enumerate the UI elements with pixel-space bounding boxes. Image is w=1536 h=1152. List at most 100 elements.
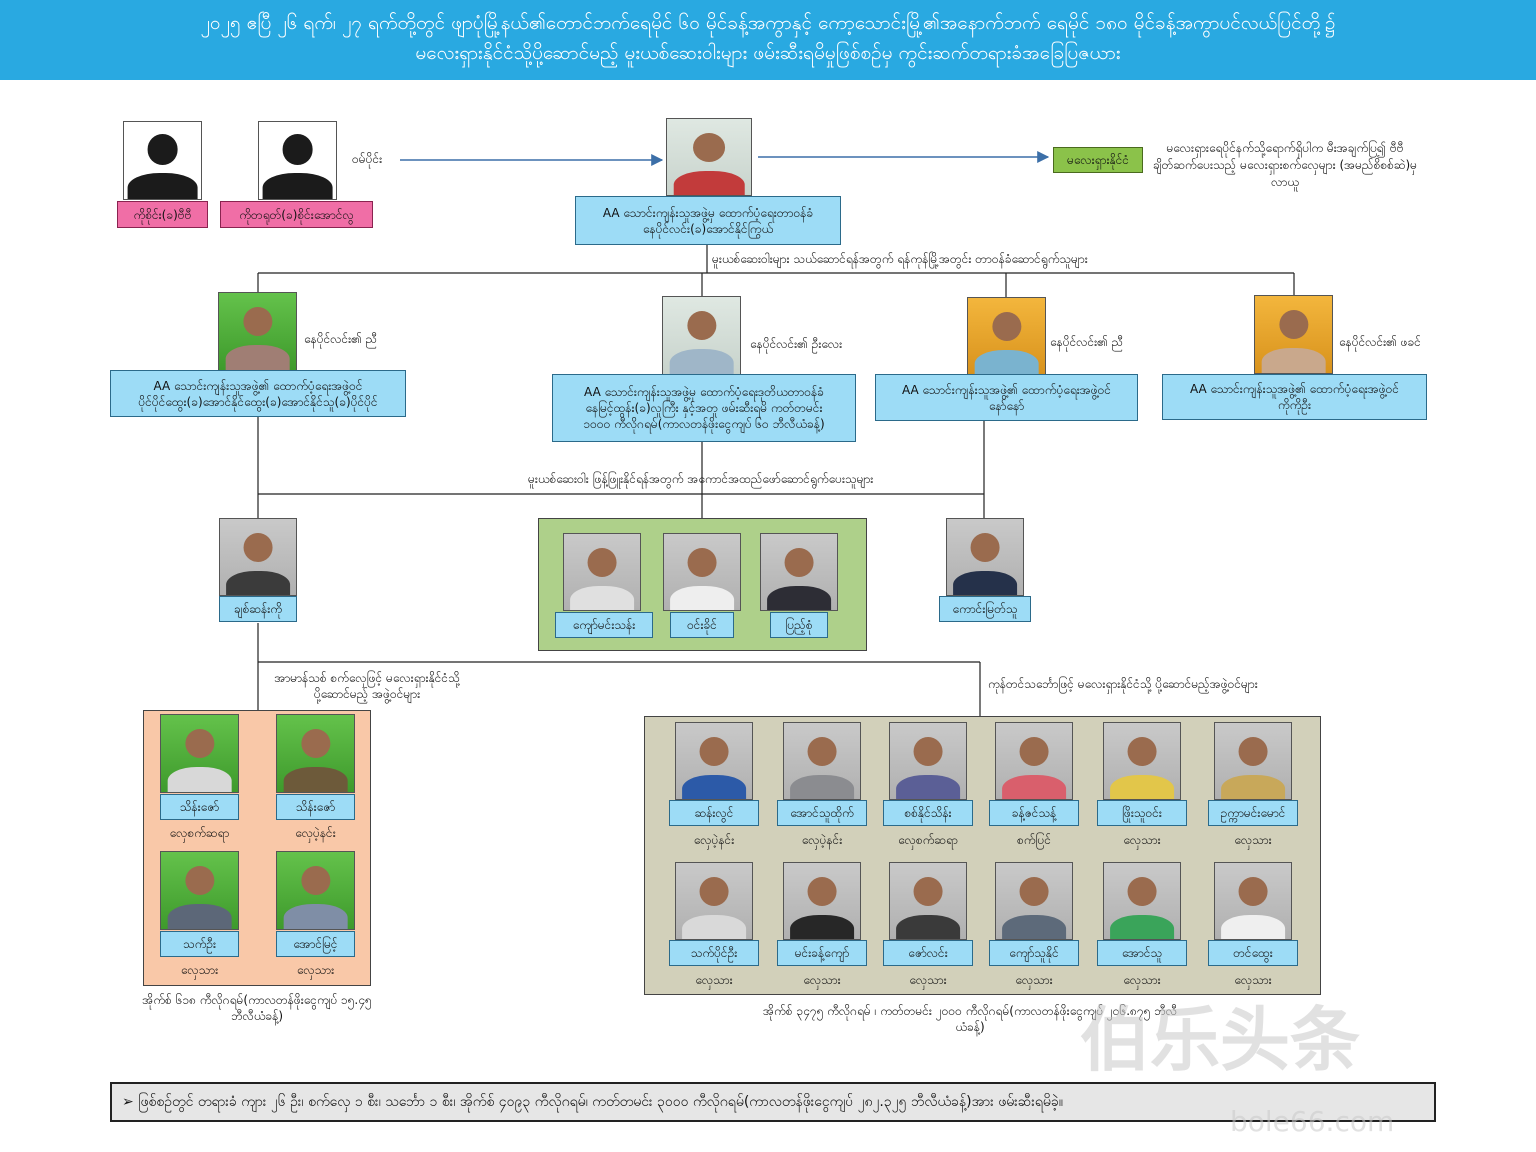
crew-role: လှေသား [909, 973, 947, 987]
member-role-4: AA သောင်းကျန်းသူအဖွဲ့၏ ထောက်ပံ့ရေးအဖွဲ့ဝ… [1189, 382, 1400, 396]
tier3-left-header: အာမာန်သစ် စက်လှေဖြင့် မလေးရှားနိုင်ငံသို… [274, 671, 460, 701]
person-label-1: ကိုစိုင်း(ခ)ဗီဗီ [117, 201, 208, 228]
crew-name: အောင်မြင့် [276, 931, 355, 957]
distributor-photo-right [946, 518, 1024, 596]
ship-seizure-note: အိုက်စ် ၃၄၇၅ ကီလိုဂရမ် ၊ ကတ်တမင်း ၂၀၀၀ က… [763, 1004, 1177, 1034]
member-photo-2 [662, 296, 741, 375]
group-label-2: ဝင်းခိုင် [670, 612, 734, 638]
crew-role: လှေသား [180, 963, 219, 977]
group-photo-3 [760, 533, 838, 611]
member-name-4: ကိုကိုဦး [1277, 398, 1312, 412]
crew-role: လှေစက်ဆရာ [898, 833, 958, 847]
crew-role: လှေသား [1123, 833, 1161, 847]
crew-name: သိန်းဇော် [160, 794, 239, 820]
crew-role: လှေသား [1234, 833, 1272, 847]
crew-photo [889, 862, 967, 940]
destination-label: မလေးရှားနိုင်ငံ [1053, 147, 1143, 173]
crew-photo [1214, 722, 1292, 800]
arrow-label: ဝမ်ပိုင်း [352, 152, 383, 166]
crew-name: အောင်သူထိုက် [777, 800, 867, 826]
tier2-header: မူးယစ်ဆေးဝါး ဖြန့်ဖြူးနိုင်ရန်အတွက် အကော… [528, 472, 874, 486]
summary-box: ➢ ဖြစ်စဉ်တွင် တရားခံ ကျား ၂၆ ဦး၊ စက်လှေ … [110, 1082, 1436, 1122]
tier1-header: မူးယစ်ဆေးဝါးများ သယ်ဆောင်ရန်အတွက် ရန်ကုန… [712, 252, 1088, 266]
member-name-2: နေမြင့်ထွန်း(ခ)လူကြီး နှင့်အတူ ဖမ်းဆီးရမ… [585, 401, 823, 415]
tier3-right-header: ကုန်တင်သင်္ဘောဖြင့် မလေးရှားနိုင်ငံသို့ … [988, 677, 1258, 691]
member-relation-1: နေပိုင်လင်း၏ ညီ [304, 332, 378, 346]
group-label-1: ကျော်မင်းသန်း [555, 612, 653, 638]
crew-role: လှေသား [1123, 973, 1161, 987]
member-name-1: ပိုင်ပိုင်ထွေး(ခ)အောင်နိုင်ထွေး(ခ)အောင်န… [138, 394, 378, 409]
crew-role: လှေသား [296, 963, 335, 977]
member-role-3: AA သောင်းကျန်းသူအဖွဲ့၏ ထောက်ပံ့ရေးအဖွဲ့ဝ… [901, 382, 1112, 397]
group-photo-2 [663, 533, 741, 611]
distributor-photo-left [219, 518, 297, 596]
person-label-2: ကိုတရုတ်(ခ)စိုင်းအောင်လွ [220, 201, 373, 228]
member-role-1: AA သောင်းကျန်းသူအဖွဲ့၏ ထောက်ပံ့ရေးအဖွဲ့ဝ… [153, 378, 363, 393]
member-label-1: AA သောင်းကျန်းသူအဖွဲ့၏ ထောက်ပံ့ရေးအဖွဲ့ဝ… [110, 370, 406, 417]
member-photo-4 [1254, 295, 1333, 374]
crew-name: စစ်နိုင်သိန်း [883, 800, 973, 826]
crew-name: မင်းခန့်ကျော် [777, 940, 867, 966]
crew-photo [783, 862, 861, 940]
leader-name: နေပိုင်လင်း(ခ)အောင်နိုင်ကြွယ် [642, 221, 774, 236]
crew-photo [1214, 862, 1292, 940]
bullet-icon: ➢ [122, 1094, 134, 1110]
boat-seizure-note: အိုက်စ် ၆၁၈ ကီလိုဂရမ်(ကာလတန်ဖိုးငွေကျပ် … [142, 993, 372, 1023]
summary-text: ဖြစ်စဉ်တွင် တရားခံ ကျား ၂၆ ဦး၊ စက်လှေ ၁ … [138, 1094, 1064, 1110]
leader-role: AA သောင်းကျန်းသူအဖွဲ့မှ ထောက်ပံ့ရေးတာဝန်… [602, 205, 814, 220]
crew-photo [889, 722, 967, 800]
silhouette-photo-1 [123, 121, 202, 200]
member-label-4: AA သောင်းကျန်းသူအဖွဲ့၏ ထောက်ပံ့ရေးအဖွဲ့ဝ… [1162, 374, 1427, 420]
crew-name: တင်ထွေး [1208, 940, 1298, 966]
member-relation-2: နေပိုင်လင်း၏ ဦးလေး [750, 337, 843, 351]
crew-name: ဆန်းလွင် [669, 800, 759, 826]
distributor-label-left: ချစ်ဆန်းကို [219, 596, 297, 622]
crew-name: သိန်းဇော် [276, 794, 355, 820]
member-role-2: AA သောင်းကျန်းသူအဖွဲ့မှ ထောက်ပံ့ရေးဒုတိယ… [584, 385, 824, 399]
leader-label: AA သောင်းကျန်းသူအဖွဲ့မှ ထောက်ပံ့ရေးတာဝန်… [575, 196, 841, 245]
crew-role: စက်ပြင် [1016, 833, 1051, 847]
crew-name: ဥက္ကာမင်းမောင် [1208, 800, 1298, 826]
crew-name: သက်ဦး [160, 931, 239, 957]
crew-photo [276, 714, 355, 793]
crew-role: လှေသား [803, 973, 841, 987]
title-line-1: ၂၀၂၅ ဧပြီ ၂၆ ရက်၊ ၂၇ ရက်တို့တွင် ဖျာပုံမ… [200, 12, 1336, 34]
member-name-3: နော်နော် [988, 398, 1025, 413]
member-relation-3: နေပိုင်လင်း၏ ညီ [1050, 335, 1124, 349]
member-label-2: AA သောင်းကျန်းသူအဖွဲ့မှ ထောက်ပံ့ရေးဒုတိယ… [552, 374, 856, 442]
crew-name: ဇော်လင်း [883, 940, 973, 966]
buyer-note: မလေးရှားရေပိုင်နက်သို့ရောက်ရှိပါက မီးအချ… [1153, 141, 1417, 189]
member-photo-1 [218, 292, 297, 371]
crew-name: ခန့်ဇင်သန့် [989, 800, 1079, 826]
crew-photo [995, 862, 1073, 940]
watermark-url: bole66.com [1230, 1105, 1395, 1138]
crew-role: လှေပဲ့နင်း [295, 826, 336, 840]
crew-photo [995, 722, 1073, 800]
title-banner: ၂၀၂၅ ဧပြီ ၂၆ ရက်၊ ၂၇ ရက်တို့တွင် ဖျာပုံမ… [0, 0, 1536, 80]
crew-photo [276, 851, 355, 930]
watermark-logo: 伯乐头条 [1080, 999, 1360, 1081]
silhouette-photo-2 [258, 121, 337, 200]
crew-photo [675, 722, 753, 800]
crew-photo [675, 862, 753, 940]
crew-name: သက်ပိုင်ဦး [669, 940, 759, 966]
crew-role: လှေသား [1234, 973, 1272, 987]
title-line-2: မလေးရှားနိုင်ငံသို့ပို့ဆောင်မည့် မူးယစ်ဆ… [415, 42, 1121, 64]
crew-photo [160, 851, 239, 930]
crew-role: လှေသား [1015, 973, 1053, 987]
crew-role: လှေပဲ့နင်း [801, 833, 843, 847]
crew-role: လှေစက်ဆရာ [169, 826, 230, 840]
crew-photo [1103, 722, 1181, 800]
crew-role: လှေပဲ့နင်း [693, 833, 735, 847]
leader-photo [666, 118, 752, 196]
crew-photo [783, 722, 861, 800]
distributor-label-right: ကောင်းမြတ်သူ [939, 596, 1031, 622]
member-label-3: AA သောင်းကျန်းသူအဖွဲ့၏ ထောက်ပံ့ရေးအဖွဲ့ဝ… [875, 374, 1138, 421]
group-label-3: ပြည့်စုံ [770, 612, 828, 638]
crew-role: လှေသား [695, 973, 733, 987]
member-seizure-2: ၁၀၀၀ ကီလိုဂရမ်(ကာလတန်ဖိုးငွေကျပ် ၆၀ ဘီလီ… [583, 417, 825, 431]
crew-name: အောင်သူ [1097, 940, 1187, 966]
crew-photo [160, 714, 239, 793]
crew-name: ကျော်သူနိုင် [989, 940, 1079, 966]
